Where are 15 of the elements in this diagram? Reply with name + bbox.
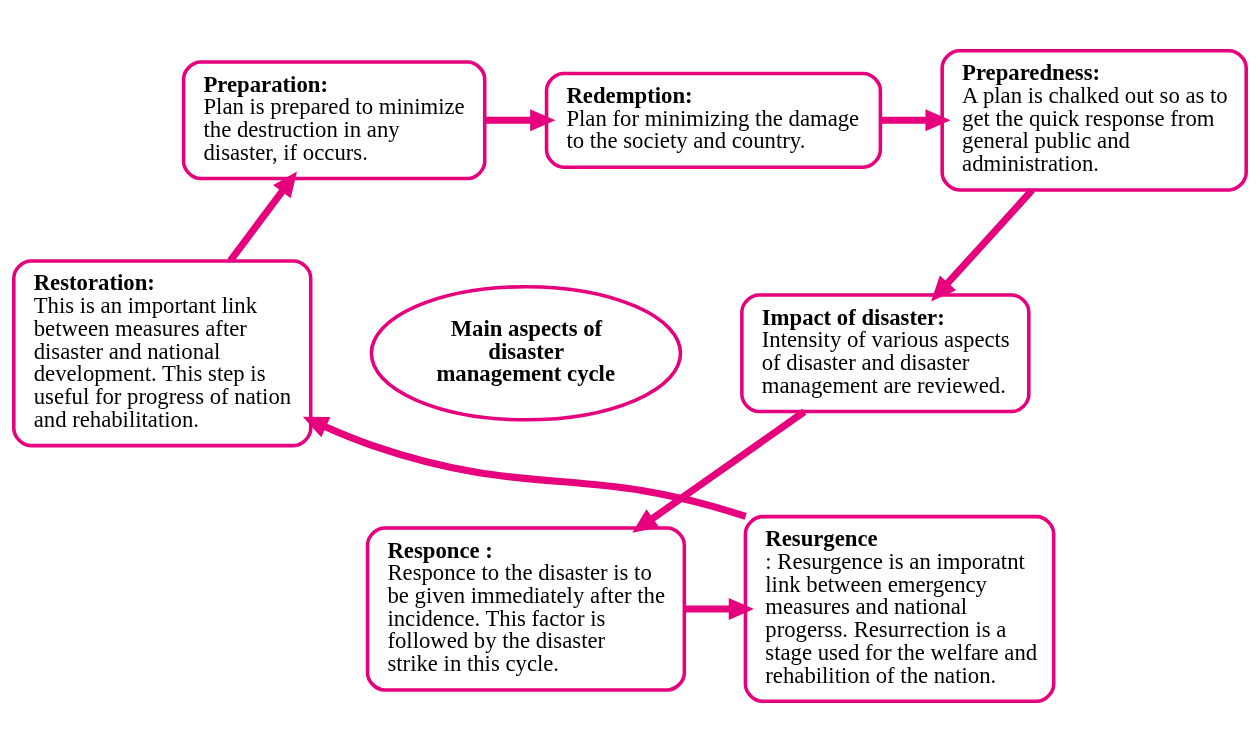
- node-box: Impact of disaster: Intensity of various aspects of disaster and disaster management are reviewed.: [740, 292, 1031, 413]
- arrow: [484, 108, 556, 131]
- arrow: [880, 108, 951, 131]
- arrow: [632, 408, 807, 533]
- node-box: Preparedness: A plan is chalked out so as to get the quick response from general public and administration.: [940, 48, 1248, 192]
- arrow: [227, 171, 297, 263]
- node-box: Redemption: Plan for minimizing the damage to the society and country.: [544, 71, 883, 169]
- node-ellipse: Main aspects of disaster management cycle: [369, 284, 683, 422]
- node-box: Restoration: This is an important link between measures after disaster and national development. This step is useful for progress of nation and rehabilitation.: [12, 258, 313, 447]
- arrow: [684, 597, 754, 620]
- node-box: Responce : Responce to the disaster is to be given immediately after the incidence. This factor is followed by the disaster strike in this cycle.: [365, 525, 687, 692]
- arrow: [302, 416, 747, 520]
- node-box: Preparation: Plan is prepared to minimize the destruction in any disaster, if occurs.: [181, 59, 487, 180]
- node-box: Resurgence : Resurgence is an imporatnt link between emergency measures and national progerss. Resurrection is a stage used for the welfare and rehabilition of the nation.: [743, 514, 1056, 703]
- arrow: [931, 187, 1035, 301]
